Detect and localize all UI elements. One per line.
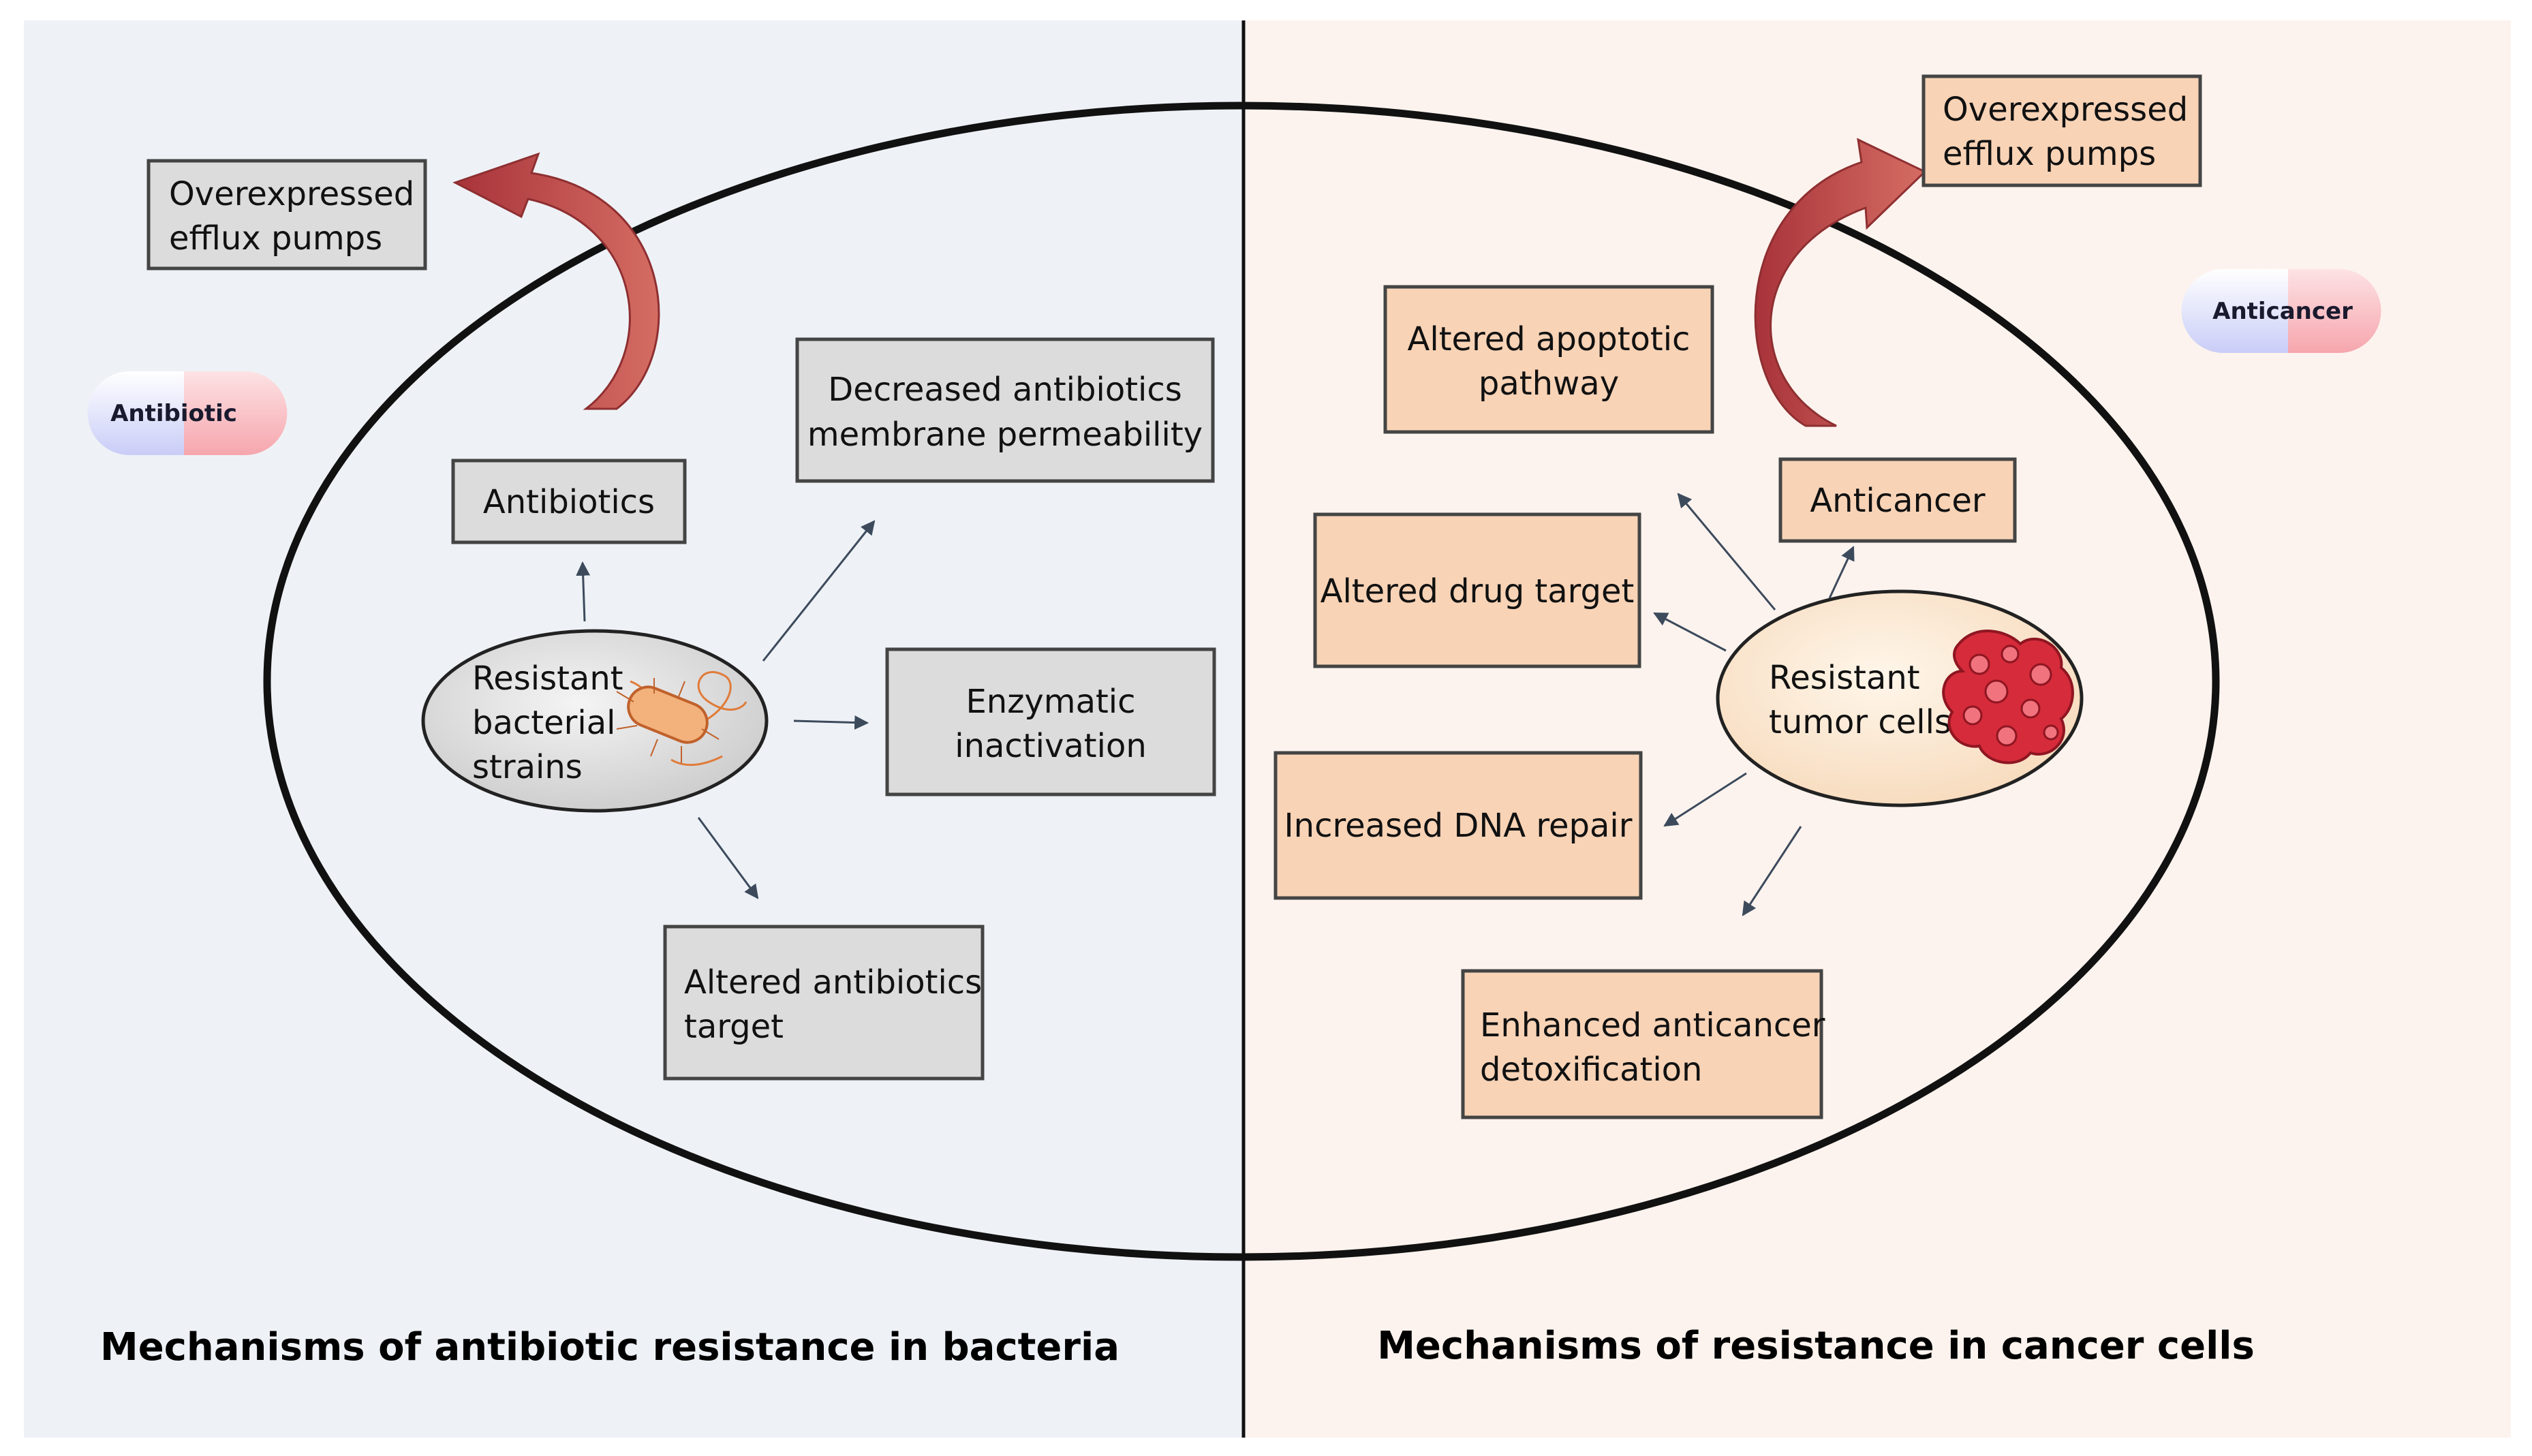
cancer-efflux-curved-arrow: [1754, 138, 1927, 427]
box-text: efflux pumps: [169, 219, 382, 258]
arrow-to-antibiotics: [576, 561, 591, 622]
box-increased-dna-repair: Increased DNA repair: [1273, 751, 1643, 900]
box-text: Enhanced anticancer: [1480, 1006, 1825, 1044]
box-decreased-permeability: Decreased antibiotics membrane permeabil…: [795, 337, 1215, 483]
box-text: Altered antibiotics: [684, 963, 982, 1002]
pill-label: Anticancer: [2212, 298, 2353, 325]
arrow-to-apoptotic: [1677, 493, 1776, 610]
center-label: Resistant: [472, 660, 623, 698]
box-bacteria-efflux-pumps: Overexpressed efflux pumps: [146, 159, 427, 270]
box-text: efflux pumps: [1943, 135, 2156, 173]
tumor-icon: [1942, 630, 2074, 764]
resistant-bacterial-strains-node: Resistant bacterial strains: [421, 629, 769, 813]
box-text: detoxification: [1480, 1051, 1702, 1089]
cancer-panel-title: Mechanisms of resistance in cancer cells: [1377, 1324, 2255, 1368]
bacteria-efflux-curved-arrow: [452, 152, 660, 410]
box-text: Decreased antibiotics: [828, 371, 1182, 409]
box-text: Enzymatic: [966, 683, 1135, 721]
box-text: inactivation: [955, 727, 1146, 765]
box-altered-apoptotic-pathway: Altered apoptotic pathway: [1383, 285, 1714, 434]
box-anticancer: Anticancer: [1778, 457, 2017, 543]
center-label: tumor cells: [1769, 703, 1951, 741]
arrow-to-detoxification: [1742, 826, 1802, 916]
box-cancer-efflux-pumps: Overexpressed efflux pumps: [1921, 74, 2202, 187]
bacteria-panel-title: Mechanisms of antibiotic resistance in b…: [100, 1325, 1120, 1369]
cell-membrane-ellipse: [263, 102, 2220, 1261]
box-text: Increased DNA repair: [1284, 807, 1633, 845]
box-enhanced-detoxification: Enhanced anticancer detoxification: [1461, 969, 1825, 1119]
box-text: Anticancer: [1810, 482, 1986, 520]
box-text: Overexpressed: [1943, 91, 2188, 129]
anticancer-pill: Anticancer: [2181, 268, 2381, 353]
box-antibiotics: Antibiotics: [451, 459, 687, 544]
arrow-to-enzymatic: [793, 715, 869, 730]
resistant-tumor-cells-node: Resistant tumor cells: [1716, 589, 2084, 807]
center-label: Resistant: [1769, 659, 1920, 697]
arrow-to-altered-target: [697, 817, 759, 899]
box-enzymatic-inactivation: Enzymatic inactivation: [885, 647, 1216, 796]
box-text: pathway: [1479, 365, 1619, 403]
pill-label: Antibiotic: [110, 400, 237, 427]
box-text: Altered drug target: [1321, 572, 1635, 610]
arrow-to-dna-repair: [1663, 772, 1747, 827]
arrow-to-permeability: [762, 520, 876, 662]
box-text: target: [684, 1008, 784, 1046]
box-text: Overexpressed: [169, 175, 414, 213]
box-altered-antibiotics-target: Altered antibiotics target: [663, 925, 985, 1081]
box-text: membrane permeability: [807, 416, 1203, 454]
box-altered-drug-target: Altered drug target: [1313, 512, 1641, 668]
center-label: strains: [472, 748, 583, 786]
arrow-to-drug-target: [1653, 612, 1727, 652]
antibiotic-pill: Antibiotic: [87, 371, 288, 455]
center-label: bacterial: [472, 704, 615, 742]
box-text: Altered apoptotic: [1408, 320, 1690, 358]
arrow-to-anticancer: [1828, 546, 1855, 599]
box-text: Antibiotics: [483, 483, 655, 521]
bacterium-icon: [616, 670, 747, 766]
